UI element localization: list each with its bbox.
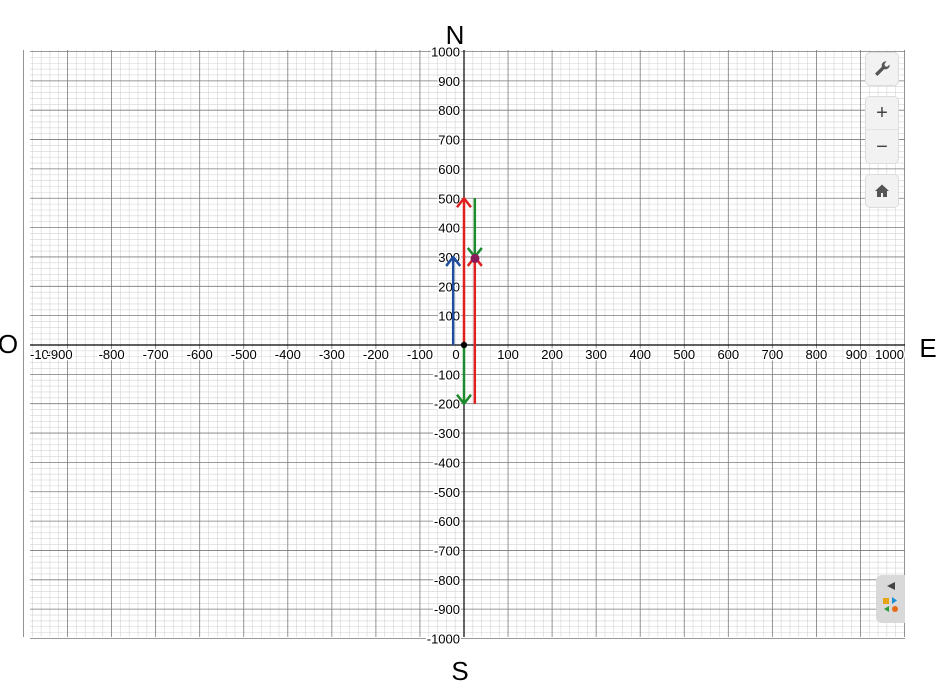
vector-arrow (456, 197, 472, 345)
settings-button[interactable] (865, 52, 899, 86)
y-tick-label: 900 (438, 74, 460, 89)
x-tick-label: -300 (319, 347, 345, 362)
y-tick-label: -900 (434, 602, 460, 617)
y-tick-label: -200 (434, 397, 460, 412)
y-tick-label: -400 (434, 455, 460, 470)
vector-head (456, 393, 472, 405)
x-tick-labels: -100-900-800-700-600-500-400-300-200-100… (29, 346, 906, 364)
x-tick-label: 800 (806, 347, 828, 362)
y-tick-labels: 1000 900 800 700 600 500 400 300 200 100 -100 -200 -… (425, 43, 461, 648)
wrench-icon (875, 61, 890, 76)
vector-arrow (466, 255, 483, 404)
x-tick-label: -900 (47, 347, 73, 362)
x-tick-label: -100 (30, 347, 56, 362)
y-tick-label: -300 (434, 426, 460, 441)
zoom-out-button[interactable]: − (865, 130, 899, 164)
point-marker (460, 341, 468, 349)
x-tick-label: 500 (673, 347, 695, 362)
vectors (445, 197, 483, 405)
x-tick-label: 100 (497, 347, 519, 362)
vector-arrow (456, 345, 472, 405)
home-button[interactable] (865, 174, 899, 208)
x-tick-label: 300 (585, 347, 607, 362)
x-tick-label: 600 (717, 347, 739, 362)
vector-arrow (445, 255, 462, 345)
y-tick-label: -500 (434, 485, 460, 500)
east-label: E (919, 333, 936, 363)
home-icon (875, 184, 889, 197)
y-tick-label: 1000 (431, 45, 460, 60)
y-tick-label: 300 (438, 250, 460, 265)
x-tick-label: -600 (187, 347, 213, 362)
y-tick-label: 700 (438, 133, 460, 148)
y-tick-label: 400 (438, 221, 460, 236)
y-tick-label: 600 (438, 162, 460, 177)
x-tick-label: 200 (541, 347, 563, 362)
vector-head (456, 197, 472, 209)
point-marker (470, 253, 480, 263)
y-tick-label: 500 (438, 191, 460, 206)
x-tick-label: -200 (363, 347, 389, 362)
x-tick-label: 1000 (875, 347, 904, 362)
graph-toolbar: + − (865, 52, 901, 208)
vector-head (445, 255, 462, 267)
y-tick-label: 100 (438, 309, 460, 324)
y-tick-label: 200 (438, 279, 460, 294)
y-tick-label: -100 (434, 367, 460, 382)
x-tick-label: 900 (846, 347, 868, 362)
x-tick-label: 700 (761, 347, 783, 362)
x-tick-label: -800 (99, 347, 125, 362)
x-tick-label: -500 (231, 347, 257, 362)
y-tick-label: 800 (438, 103, 460, 118)
north-label: N (446, 20, 465, 50)
axes (30, 50, 905, 637)
south-label: S (451, 656, 468, 686)
shapes-icon (883, 582, 898, 612)
side-panel-toggle[interactable] (876, 575, 905, 623)
x-tick-label: -400 (275, 347, 301, 362)
minor-grid (30, 50, 905, 637)
points (460, 253, 480, 349)
x-tick-label: 0 (452, 347, 459, 362)
x-tick-label: -100 (407, 347, 433, 362)
y-tick-label: -700 (434, 543, 460, 558)
zoom-in-button[interactable]: + (865, 96, 899, 130)
y-tick-label: -1000 (427, 632, 460, 647)
x-tick-label: 400 (629, 347, 651, 362)
y-tick-label: -600 (434, 514, 460, 529)
y-tick-label: -800 (434, 573, 460, 588)
x-tick-label: -700 (143, 347, 169, 362)
west-label: O (0, 329, 18, 359)
